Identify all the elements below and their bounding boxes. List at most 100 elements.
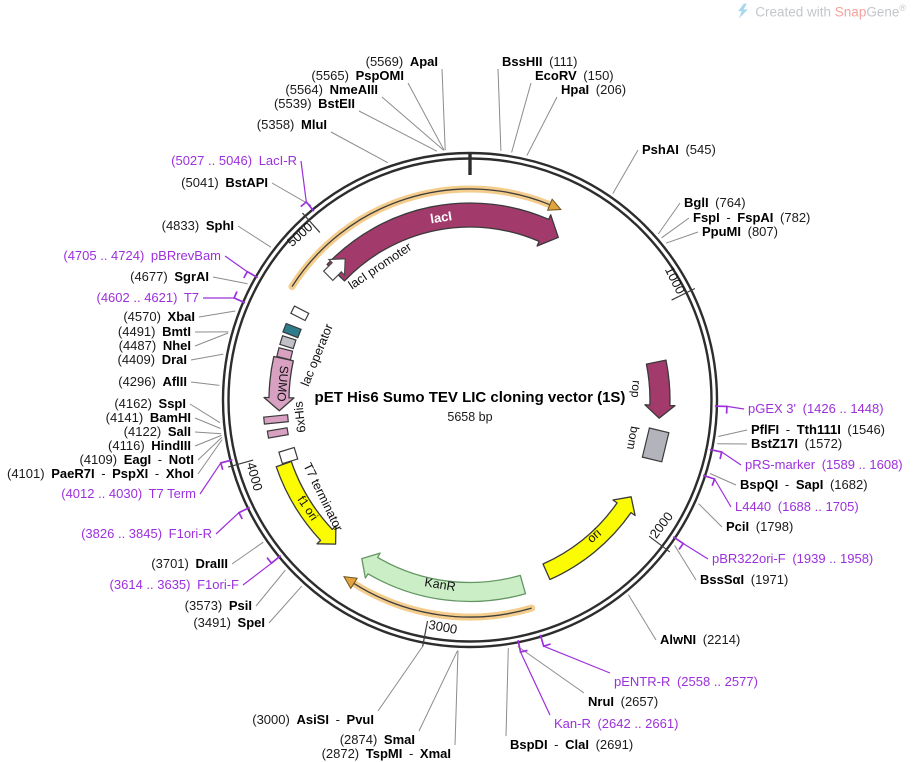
enzyme-label-HpaI[interactable]: HpaI (206) [561, 82, 626, 97]
primer-label-T7-Term[interactable]: (4012 .. 4030) T7 Term [61, 486, 196, 501]
enzyme-label-PspOMI[interactable]: (5565) PspOMI [311, 68, 404, 83]
feature-label-SUMO[interactable]: SUMO [274, 365, 291, 402]
backbone-ring-outer [221, 151, 719, 649]
primer-label-L4440[interactable]: L4440 (1688 .. 1705) [735, 499, 859, 514]
leader-line [657, 202, 681, 235]
primer-label-pBR322ori-F[interactable]: pBR322ori-F (1939 .. 1958) [712, 551, 873, 566]
feature-operator-teal-box[interactable] [282, 322, 302, 339]
feature-t7-terminator-box[interactable] [278, 446, 299, 465]
enzyme-label-BssHII[interactable]: BssHII (111) [502, 54, 578, 69]
enzyme-label-EagI-NotI[interactable]: (4109) EagI - NotI [79, 452, 194, 467]
scale-tick-2000 [648, 535, 671, 553]
feature-operator-gray-box[interactable] [279, 335, 297, 350]
leader-line [698, 503, 723, 528]
enzyme-label-PpuMI[interactable]: PpuMI (807) [702, 224, 778, 239]
enzyme-label-BstZ17I[interactable]: BstZ17I (1572) [751, 436, 842, 451]
watermark-registered-mark: ® [899, 3, 906, 14]
enzyme-label-DraIII[interactable]: (3701) DraIII [151, 556, 228, 571]
feature-promoter-region-box[interactable] [290, 305, 310, 322]
enzyme-label-AlwNI[interactable]: AlwNI (2214) [660, 632, 740, 647]
enzyme-label-SalI[interactable]: (4122) SalI [124, 424, 191, 439]
primer-label-Kan-R[interactable]: Kan-R (2642 .. 2661) [554, 716, 678, 731]
feature-label-lacI[interactable]: lacI [429, 208, 453, 226]
enzyme-label-BstAPI[interactable]: (5041) BstAPI [181, 175, 268, 190]
primer-tick [243, 270, 259, 279]
enzyme-label-NheI[interactable]: (4487) NheI [119, 338, 191, 353]
feature-bom[interactable] [641, 427, 670, 463]
primer-leader-line [713, 478, 732, 508]
enzyme-label-PshAI[interactable]: PshAI (545) [642, 142, 716, 157]
enzyme-label-BssSαI[interactable]: BssSαI (1971) [700, 572, 788, 587]
leader-line [381, 96, 445, 151]
enzyme-label-PaeR7I-PspXI-XhoI[interactable]: (4101) PaeR7I - PspXI - XhoI [7, 466, 194, 481]
leader-line [674, 545, 697, 581]
leader-line [627, 594, 657, 641]
feature-KanR[interactable] [361, 552, 527, 603]
feature-label-ori[interactable]: ori [584, 526, 604, 546]
enzyme-label-EcoRV[interactable]: EcoRV (150) [535, 68, 614, 83]
enzyme-label-NruI[interactable]: NruI (2657) [588, 694, 658, 709]
enzyme-label-AsiSI-PvuI[interactable]: (3000) AsiSI - PvuI [252, 712, 374, 727]
leader-line [194, 434, 222, 447]
enzyme-label-SphI[interactable]: (4833) SphI [162, 218, 234, 233]
feature-label-KanR[interactable]: KanR [424, 575, 457, 594]
feature-his6-box[interactable] [263, 414, 289, 425]
feature-rop[interactable] [644, 359, 676, 419]
primer-label-pBRrevBam[interactable]: (4705 .. 4724) pBRrevBam [63, 248, 221, 263]
feature-ori[interactable] [542, 496, 636, 581]
enzyme-label-ApaI[interactable]: (5569) ApaI [366, 54, 438, 69]
leader-line [418, 650, 458, 732]
enzyme-label-MluI[interactable]: (5358) MluI [257, 117, 327, 132]
leader-line [661, 217, 690, 239]
enzyme-label-PciI[interactable]: PciI (1798) [726, 519, 793, 534]
snapgene-logo-icon [738, 3, 749, 19]
watermark-prefix: Created with [755, 4, 835, 20]
feature-label-6xhis[interactable]: 6xHis [291, 401, 308, 434]
feature-lacI-promoter-arrow[interactable] [320, 251, 353, 284]
enzyme-label-BspQI-SapI[interactable]: BspQI - SapI (1682) [740, 477, 868, 492]
enzyme-label-FspI-FspAI[interactable]: FspI - FspAI (782) [693, 210, 810, 225]
leader-line [505, 648, 509, 737]
enzyme-label-BmtI[interactable]: (4491) BmtI [118, 324, 191, 339]
primer-label-F1ori-R[interactable]: (3826 .. 3845) F1ori-R [81, 526, 212, 541]
scale-tick-5000 [302, 212, 321, 233]
feature-label-lac-operator[interactable]: lac operator [298, 322, 336, 388]
enzyme-label-TspMI-XmaI[interactable]: (2872) TspMI - XmaI [322, 746, 451, 761]
enzyme-label-SgrAI[interactable]: (4677) SgrAI [130, 269, 209, 284]
leader-line [526, 96, 558, 156]
enzyme-label-NmeAIII[interactable]: (5564) NmeAIII [285, 82, 378, 97]
feature-SUMO[interactable] [263, 355, 295, 412]
feature-label-rop[interactable]: rop [628, 380, 643, 399]
feature-rbs-pink-box[interactable] [276, 347, 294, 361]
enzyme-label-PsiI[interactable]: (3573) PsiI [185, 598, 252, 613]
leader-line [194, 431, 222, 435]
enzyme-label-BglI[interactable]: BglI (764) [684, 195, 746, 210]
enzyme-label-PflFI-Tth111I[interactable]: PflFI - Tth111I (1546) [751, 422, 885, 437]
leader-line [454, 650, 459, 746]
enzyme-label-BstEII[interactable]: (5539) BstEII [274, 96, 355, 111]
enzyme-label-BspDI-ClaI[interactable]: BspDI - ClaI (2691) [510, 737, 633, 752]
primer-label-pRS-marker[interactable]: pRS-marker (1589 .. 1608) [745, 457, 903, 472]
primer-label-F1ori-F[interactable]: (3614 .. 3635) F1ori-F [110, 577, 240, 592]
feature-lacI[interactable] [326, 202, 559, 282]
primer-label-pENTR-R[interactable]: pENTR-R (2558 .. 2577) [614, 674, 758, 689]
feature-label-bom[interactable]: bom [624, 425, 642, 450]
enzyme-label-SmaI[interactable]: (2874) SmaI [340, 732, 415, 747]
enzyme-label-BamHI[interactable]: (4141) BamHI [106, 410, 191, 425]
leader-line [197, 439, 223, 475]
enzyme-label-XbaI[interactable]: (4570) XbaI [123, 309, 195, 324]
leader-line [358, 110, 438, 152]
primer-label-LacI-R[interactable]: (5027 .. 5046) LacI-R [171, 153, 297, 168]
enzyme-label-HindIII[interactable]: (4116) HindIII [108, 438, 191, 453]
primer-label-T7[interactable]: (4602 .. 4621) T7 [97, 290, 200, 305]
primer-label-pGEX-3'[interactable]: pGEX 3' (1426 .. 1448) [748, 401, 884, 416]
plasmid-title: pET His6 Sumo TEV LIC cloning vector (1S… [315, 389, 626, 406]
leader-line [194, 332, 229, 347]
enzyme-label-SpeI[interactable]: (3491) SpeI [193, 615, 265, 630]
lacI-orf-arc-head [546, 198, 562, 211]
enzyme-label-SspI[interactable]: (4162) SspI [114, 396, 186, 411]
enzyme-label-DraI[interactable]: (4409) DraI [118, 352, 188, 367]
enzyme-label-AflII[interactable]: (4296) AflII [118, 374, 187, 389]
feature-lic-site-box[interactable] [266, 427, 289, 439]
feature-f1-ori[interactable] [275, 460, 337, 545]
